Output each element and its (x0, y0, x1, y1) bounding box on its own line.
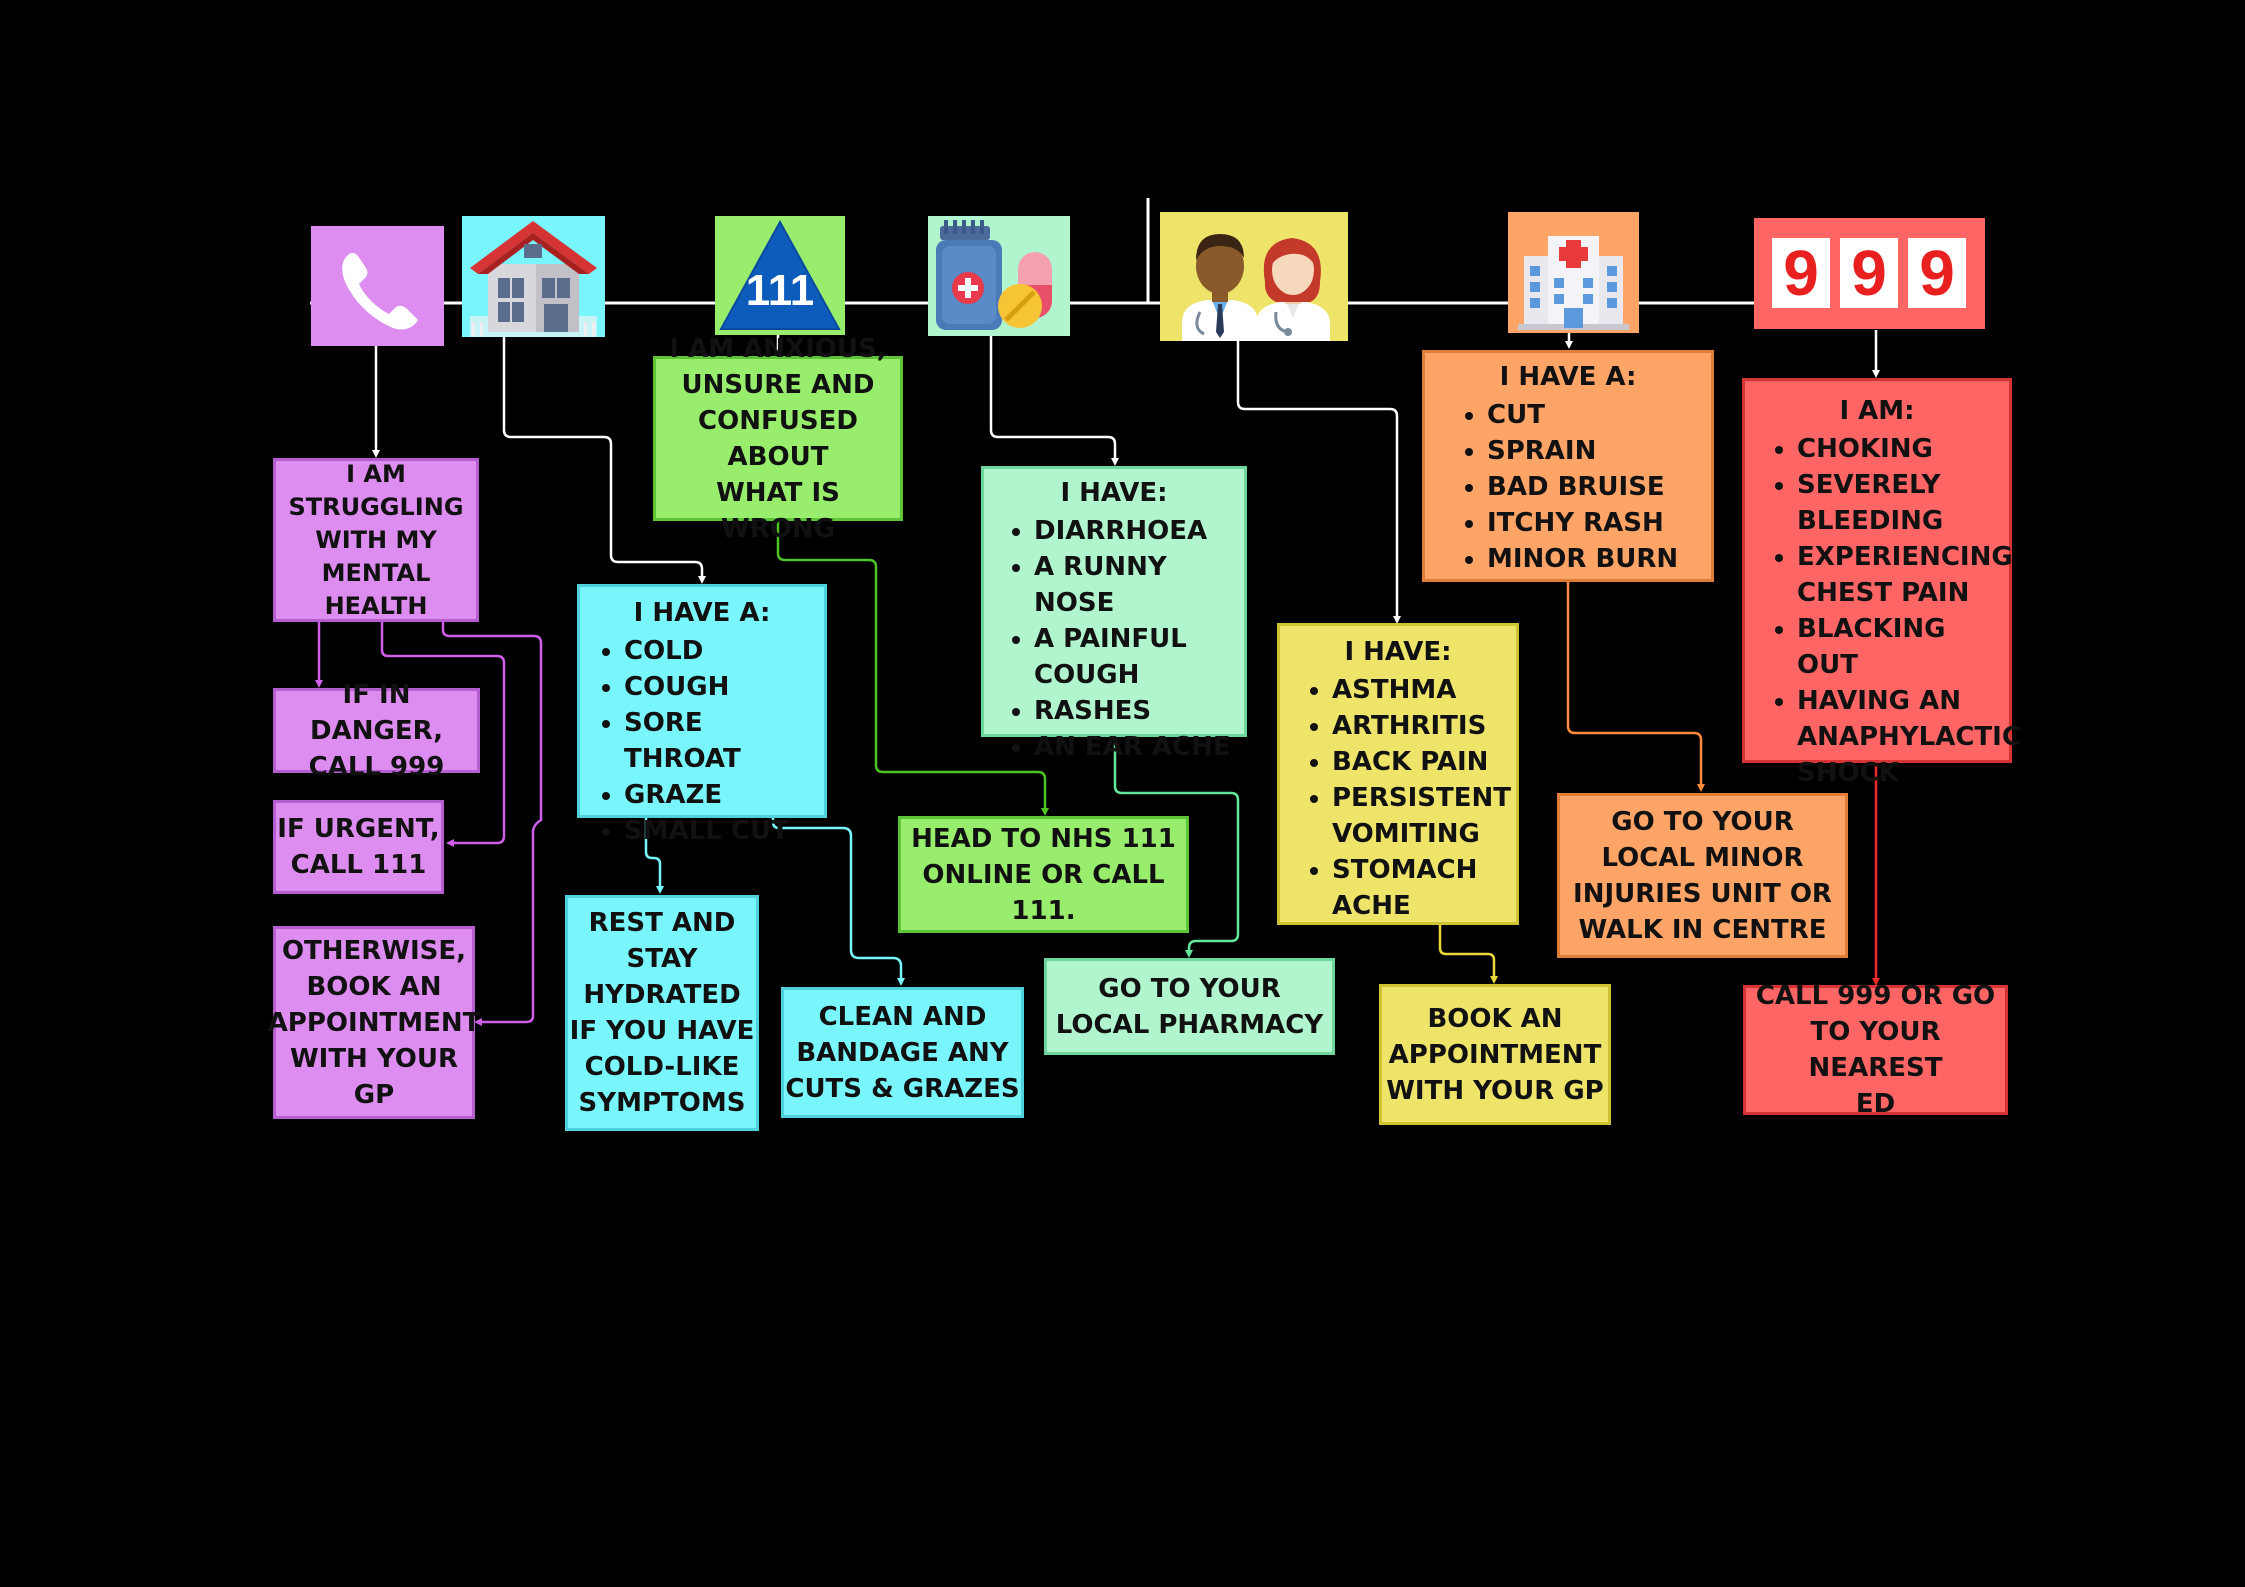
gp-symptoms-box: I HAVE: ASTHMA ARTHRITIS BACK PAIN PERSI… (1277, 623, 1519, 925)
mh-otherwise-connector (441, 622, 543, 1026)
clean-and-bandage-box: CLEAN AND BANDAGE ANY CUTS & GRAZES (781, 987, 1024, 1118)
list-item: ARTHRITIS (1332, 708, 1516, 744)
minor-injury-action-connector (1566, 582, 1705, 792)
list-item: COLD (624, 633, 824, 669)
nhs-111-label: 111 (745, 266, 815, 315)
minor-injuries-symptoms-box: I HAVE A: CUT SPRAIN BAD BRUISE ITCHY RA… (1422, 350, 1714, 582)
anxious-unsure-box: I AM ANXIOUS, UNSURE AND CONFUSED ABOUT … (653, 334, 903, 544)
emergency-heading: I AM: (1839, 396, 1915, 426)
rest-and-hydrate-box: REST AND STAY HYDRATED IF YOU HAVE COLD-… (565, 895, 759, 1131)
list-item: GRAZE (624, 777, 824, 813)
house-icon (462, 216, 605, 337)
cut-bandage-connector (771, 818, 905, 986)
999-digit-2: 9 (1840, 238, 1898, 308)
list-item: BAD BRUISE (1487, 469, 1711, 505)
list-item: CUT (1487, 397, 1711, 433)
gp-connector (1236, 341, 1401, 624)
nhs-111-triangle-icon: 111 (715, 216, 845, 335)
danger-call-999-box: IF IN DANGER, CALL 999 (273, 680, 480, 782)
list-item: ASTHMA (1332, 672, 1516, 708)
pharmacy-symptoms-box: I HAVE: DIARRHOEA A RUNNY NOSE A PAINFUL… (981, 466, 1247, 762)
list-item: CHOKING (1797, 431, 2009, 467)
list-item: ITCHY RASH (1487, 505, 1711, 541)
self-care-heading: I HAVE A: (633, 598, 771, 628)
book-gp-appointment-box: OTHERWISE, BOOK AN APPOINTMENT WITH YOUR… (268, 926, 480, 1119)
list-item: SMALL CUT (624, 813, 824, 849)
minor-injuries-unit-box: GO TO YOUR LOCAL MINOR INJURIES UNIT OR … (1557, 793, 1848, 958)
list-item: HAVING AN ANAPHYLACTIC SHOCK (1797, 683, 2021, 791)
list-item: DIARRHOEA (1034, 513, 1244, 549)
call-999-ed-box: CALL 999 OR GO TO YOUR NEAREST ED (1743, 981, 2008, 1119)
list-item: SORE THROAT (624, 705, 824, 777)
self-care-symptoms-box: I HAVE A: COLD COUGH SORE THROAT GRAZE S… (577, 584, 827, 846)
list-item: SPRAIN (1487, 433, 1711, 469)
mental-health-trigger-box: I AM STRUGGLING WITH MY MENTAL HEALTH (273, 458, 479, 622)
999-digit-3: 9 (1908, 238, 1966, 308)
list-item: COUGH (624, 669, 824, 705)
home-connector (502, 336, 706, 584)
nhs-111-online-box: HEAD TO NHS 111 ONLINE OR CALL 111. (898, 816, 1189, 933)
999-sign-icon: 9 9 9 (1754, 218, 1985, 329)
medicine-bottle-and-pills-icon (928, 216, 1070, 336)
pharmacy-connector (989, 335, 1119, 466)
list-item: AN EAR ACHE (1034, 729, 1244, 765)
emergency-symptoms-box: I AM: CHOKING SEVERELY BLEEDING EXPERIEN… (1742, 378, 2021, 788)
doctors-icon (1160, 212, 1348, 341)
list-item: RASHES (1034, 693, 1244, 729)
list-item: EXPERIENCING CHEST PAIN (1797, 539, 2013, 611)
999-digit-1: 9 (1772, 238, 1830, 308)
gp-heading: I HAVE: (1344, 637, 1452, 667)
list-item: BLACKING OUT (1797, 611, 2009, 683)
nhs111-action-connector (776, 521, 1049, 816)
list-item: A RUNNY NOSE (1034, 549, 1244, 621)
list-item: BACK PAIN (1332, 744, 1516, 780)
list-item: A PAINFUL COUGH (1034, 621, 1244, 693)
hospital-building-icon (1508, 212, 1639, 333)
urgent-call-111-box: IF URGENT, CALL 111 (273, 800, 444, 894)
phone-icon (311, 226, 444, 346)
list-item: STOMACH ACHE (1332, 852, 1516, 924)
list-item: SEVERELY BLEEDING (1797, 467, 2009, 539)
list-item: MINOR BURN (1487, 541, 1711, 577)
pharmacy-action-connector (1113, 737, 1240, 958)
gp-appointment-box: BOOK AN APPOINTMENT WITH YOUR GP (1379, 984, 1611, 1125)
gp-action-connector (1438, 925, 1498, 984)
cold-rest-connector (644, 818, 664, 894)
list-item: PERSISTENT VOMITING (1332, 780, 1516, 852)
local-pharmacy-box: GO TO YOUR LOCAL PHARMACY (1044, 958, 1335, 1055)
mh-urgent-connector (380, 622, 506, 847)
pharmacy-heading: I HAVE: (1060, 478, 1168, 508)
minor-injuries-heading: I HAVE A: (1499, 362, 1637, 392)
